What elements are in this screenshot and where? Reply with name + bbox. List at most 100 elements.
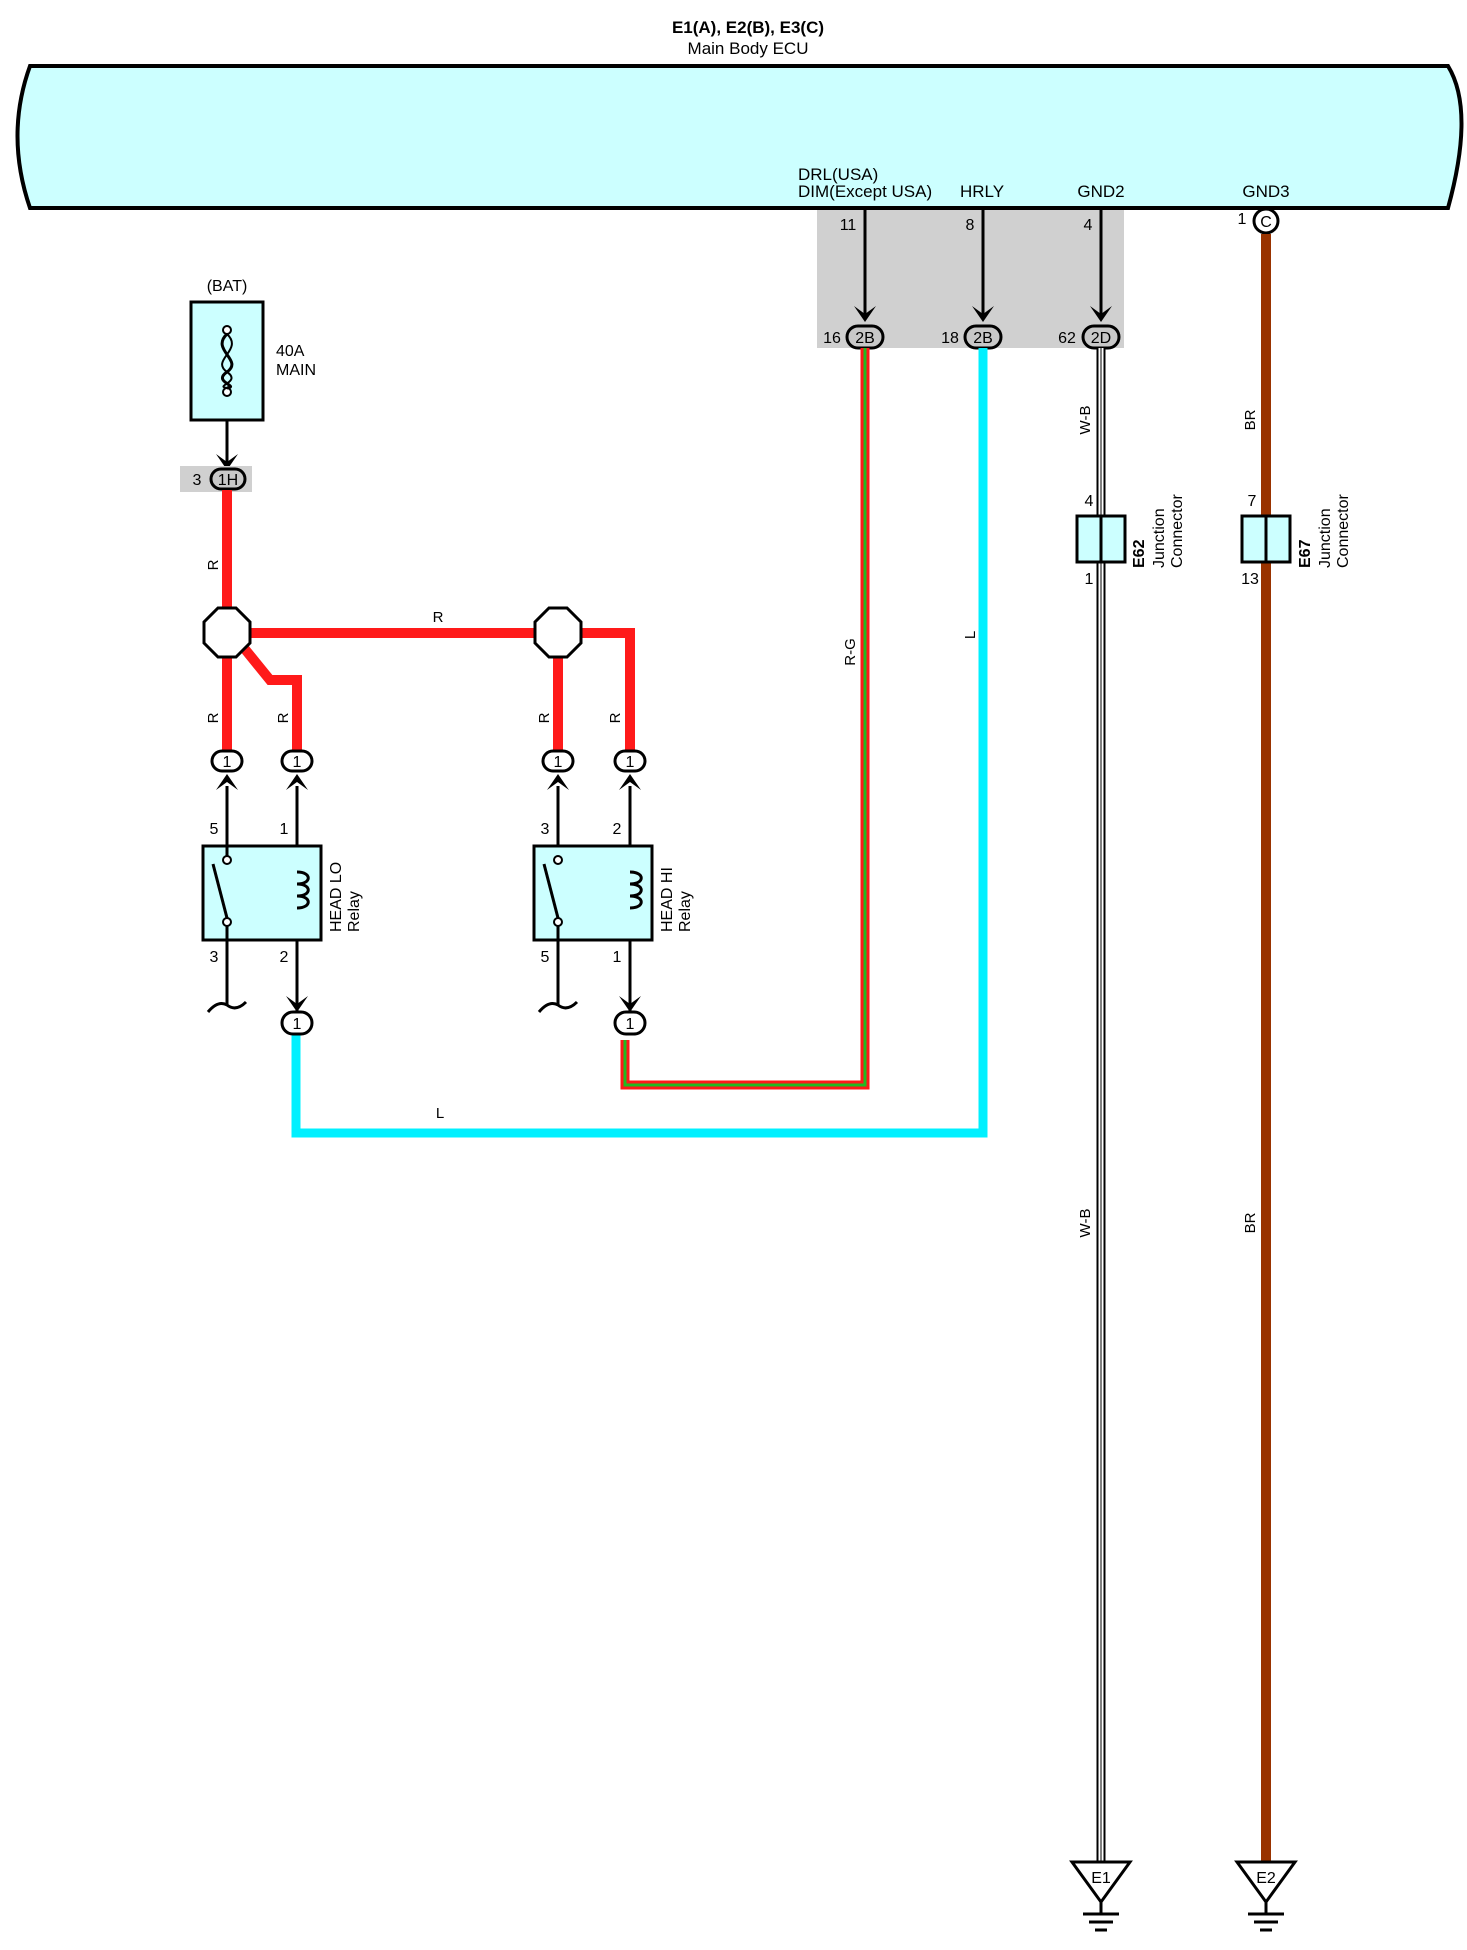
connector-pin-16: 16 xyxy=(823,330,841,347)
relay-lo-name: HEAD LO xyxy=(328,862,345,932)
connector-c-label: C xyxy=(1260,214,1272,231)
junction-e62-id: E62 xyxy=(1131,539,1148,568)
relay-lo-pin-5: 5 xyxy=(210,821,219,838)
splice-point-1 xyxy=(202,606,252,659)
relay-hi-pin-1: 1 xyxy=(613,949,622,966)
chevron-arrow-icon xyxy=(216,774,238,790)
fuse-rating: 40A xyxy=(276,343,305,360)
connector-lo-in-2-label: 1 xyxy=(293,754,302,771)
relay-hi-switch-contact-top xyxy=(553,855,563,865)
connector-pin-18: 18 xyxy=(941,330,959,347)
wire-r-group xyxy=(222,490,635,757)
connector-lo-out-label: 1 xyxy=(293,1016,302,1033)
relay-lo-switch-contact-top xyxy=(222,855,232,865)
ground-e1-label: E1 xyxy=(1091,1870,1111,1887)
connector-2d-62-label: 2D xyxy=(1091,330,1111,347)
chevron-arrow-icon xyxy=(286,996,308,1012)
connector-c xyxy=(1252,207,1280,235)
wire-label-wb-bottom: W-B xyxy=(1077,1209,1094,1238)
ecu-pin-1: 1 xyxy=(1238,211,1247,228)
connector-2b-18-label: 2B xyxy=(973,330,993,347)
chevron-arrow-icon xyxy=(216,454,238,470)
main-body-ecu-box xyxy=(15,64,1464,210)
wire-r-hi-2 xyxy=(580,628,635,757)
chevron-arrow-icon xyxy=(972,306,994,322)
connector-lo-in-1 xyxy=(210,749,244,773)
wire-label-l-horizontal: L xyxy=(436,1105,444,1122)
ground-e1-triangle xyxy=(1069,1860,1133,1905)
relay-lo-pin-3: 3 xyxy=(210,949,219,966)
ecu-name: Main Body ECU xyxy=(688,39,809,58)
relay-hi-name-2: Relay xyxy=(677,891,694,932)
wire-label-br-bottom: BR xyxy=(1242,1212,1259,1233)
relay-lo-switch-contact-bottom xyxy=(222,917,232,927)
relay-lo-switch-icon xyxy=(211,863,229,919)
wire-label-rg: R-G xyxy=(842,638,859,666)
connector-lo-in-2 xyxy=(280,749,314,773)
relay-lo-pin-1: 1 xyxy=(280,821,289,838)
connector-lo-in-1-label: 1 xyxy=(223,754,232,771)
connector-hi-out-label: 1 xyxy=(626,1016,635,1033)
relay-hi-switch-contact-bottom xyxy=(553,917,563,927)
fuse-name: MAIN xyxy=(276,362,316,379)
junction-e67-id: E67 xyxy=(1297,539,1314,568)
wire-label-r-1: R xyxy=(205,559,222,570)
connector-lo-out xyxy=(280,1010,314,1036)
wire-l xyxy=(291,348,988,1138)
fuse-source-label: (BAT) xyxy=(207,278,248,295)
connector-hi-in-2 xyxy=(613,749,647,773)
junction-e62-pin-top: 4 xyxy=(1085,493,1094,510)
connector-pin-62: 62 xyxy=(1058,330,1076,347)
ecu-pin-4: 4 xyxy=(1084,217,1093,234)
ground-e2-triangle xyxy=(1234,1860,1298,1905)
ecu-pin-11: 11 xyxy=(840,217,857,234)
terminal-label-gnd3: GND3 xyxy=(1242,182,1289,201)
terminal-label-hrly: HRLY xyxy=(960,182,1004,201)
wire-rg-stripe xyxy=(623,348,867,1087)
relay-lo-pin-2: 2 xyxy=(280,949,289,966)
terminal-label-drl: DRL(USA) xyxy=(798,165,878,184)
terminal-label-dim: DIM(Except USA) xyxy=(798,182,932,201)
wire-label-r-2: R xyxy=(433,609,444,626)
relay-hi-switch-icon xyxy=(542,863,560,919)
wire-label-br-top: BR xyxy=(1242,409,1259,430)
chevron-arrow-icon xyxy=(547,774,569,790)
fuse-icon xyxy=(221,333,233,389)
connector-1h xyxy=(209,467,247,491)
relay-hi-pin-2: 2 xyxy=(613,821,622,838)
chevron-arrow-icon xyxy=(619,774,641,790)
wire-label-r-6: R xyxy=(607,712,624,723)
ecu-pin-8: 8 xyxy=(966,217,975,234)
fuse-terminal-top xyxy=(222,325,232,335)
relay-hi-continues-icon xyxy=(537,1000,579,1013)
wire-label-r-3: R xyxy=(205,712,222,723)
junction-e67-pin-bottom: 13 xyxy=(1241,571,1259,588)
chevron-arrow-icon xyxy=(619,996,641,1012)
junction-e62-line2: Connector xyxy=(1169,494,1186,568)
wire-label-wb-top: W-B xyxy=(1077,406,1094,435)
connector-hi-out xyxy=(613,1010,647,1036)
connector-1h-pin: 3 xyxy=(193,472,202,489)
ecu-title: E1(A), E2(B), E3(C) xyxy=(672,18,824,37)
wire-label-r-4: R xyxy=(275,712,292,723)
connector-2b-16-label: 2B xyxy=(855,330,875,347)
relay-hi-pin-3: 3 xyxy=(541,821,550,838)
terminal-label-gnd2: GND2 xyxy=(1077,182,1124,201)
splice-point-2 xyxy=(533,606,583,659)
connector-hi-in-1 xyxy=(541,749,575,773)
junction-e67-line1: Junction xyxy=(1317,508,1334,568)
connector-1h-label: 1H xyxy=(218,472,238,489)
relay-lo-name-2: Relay xyxy=(346,891,363,932)
wire-label-r-5: R xyxy=(536,712,553,723)
wire-rg xyxy=(620,348,870,1090)
relay-lo-coil-icon xyxy=(296,870,310,910)
junction-e62-line1: Junction xyxy=(1151,508,1168,568)
relay-lo-continues-icon xyxy=(206,1000,248,1013)
junction-e67-line2: Connector xyxy=(1335,494,1352,568)
connector-hi-in-2-label: 1 xyxy=(626,754,635,771)
relay-hi-name: HEAD HI xyxy=(659,867,676,932)
chevron-arrow-icon xyxy=(854,306,876,322)
chevron-arrow-icon xyxy=(1090,306,1112,322)
relay-hi-pin-5: 5 xyxy=(541,949,550,966)
